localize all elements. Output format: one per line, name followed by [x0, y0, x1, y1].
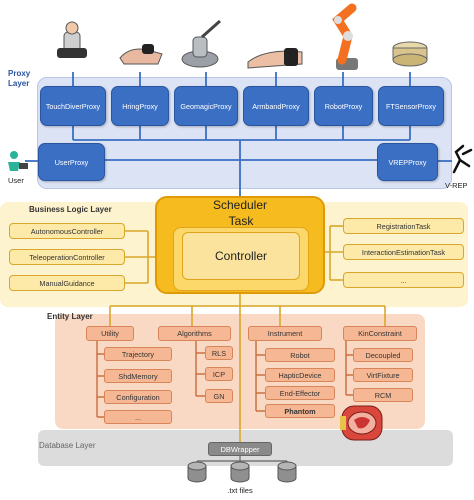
gn-box: GN: [205, 389, 233, 403]
robot-box: Robot: [265, 348, 335, 362]
geomagic-proxy: GeomagicProxy: [174, 86, 238, 126]
geomagic-device-picture: [181, 19, 221, 68]
task-title: Task: [228, 214, 254, 228]
configuration-box: Configuration: [104, 390, 172, 404]
database-layer-label: Database Layer: [39, 441, 96, 450]
utility-box: Utility: [86, 326, 134, 341]
touchdiver-proxy: TouchDiverProxy: [40, 86, 106, 126]
hring-proxy: HringProxy: [111, 86, 169, 126]
end-effector-box: End-Effector: [265, 386, 335, 400]
hring-device-picture: [119, 44, 163, 65]
phantom-picture: [340, 405, 383, 441]
proxy-layer-label: Proxy Layer: [8, 69, 31, 88]
robot-proxy: RobotProxy: [314, 86, 373, 126]
autonomous-controller: AutonomousController: [9, 223, 125, 239]
entity-layer-label: Entity Layer: [47, 312, 93, 321]
kinconstraint-box: KinConstraint: [343, 326, 417, 341]
manual-guidance: ManualGuidance: [9, 275, 125, 291]
algorithms-box: Algorithms: [158, 326, 231, 341]
icp-box: ICP: [205, 367, 233, 381]
controller-box: Controller: [182, 232, 300, 280]
robot-arm-picture: [332, 3, 358, 70]
database-cylinders: [187, 461, 297, 483]
user-label: User: [8, 176, 24, 185]
dbwrapper-box: DBWrapper: [208, 442, 272, 456]
scheduler-title: Scheduler: [212, 198, 268, 212]
trajectory-box: Trajectory: [104, 347, 172, 361]
vrep-icon: [452, 144, 473, 174]
touch-device-picture: [57, 21, 87, 58]
business-logic-layer-label: Business Logic Layer: [29, 205, 112, 214]
vrep-proxy: VREPProxy: [377, 143, 438, 181]
teleoperation-controller: TeleoperationController: [9, 249, 125, 265]
utility-more-box: ...: [104, 410, 172, 424]
vrep-label: V-REP: [445, 181, 468, 190]
decoupled-box: Decoupled: [353, 348, 413, 362]
txt-files-label: .txt files: [227, 486, 253, 495]
armband-proxy: ArmbandProxy: [243, 86, 309, 126]
interaction-estimation-task: InteractionEstimationTask: [343, 244, 464, 260]
armband-device-picture: [247, 48, 303, 69]
rcm-box: RCM: [353, 388, 413, 402]
registration-task: RegistrationTask: [343, 218, 464, 234]
user-proxy: UserProxy: [38, 143, 105, 181]
shdmemory-box: ShdMemory: [104, 369, 172, 383]
phantom-box: Phantom: [265, 404, 335, 418]
ft-sensor-picture: [392, 41, 428, 67]
ftsensor-proxy: FTSensorProxy: [378, 86, 444, 126]
user-icon: [8, 151, 28, 171]
more-tasks: ...: [343, 272, 464, 288]
rls-box: RLS: [205, 346, 233, 360]
instrument-box: Instrument: [248, 326, 322, 341]
virtfixture-box: VirtFixture: [353, 368, 413, 382]
hapticdevice-box: HapticDevice: [265, 368, 335, 382]
